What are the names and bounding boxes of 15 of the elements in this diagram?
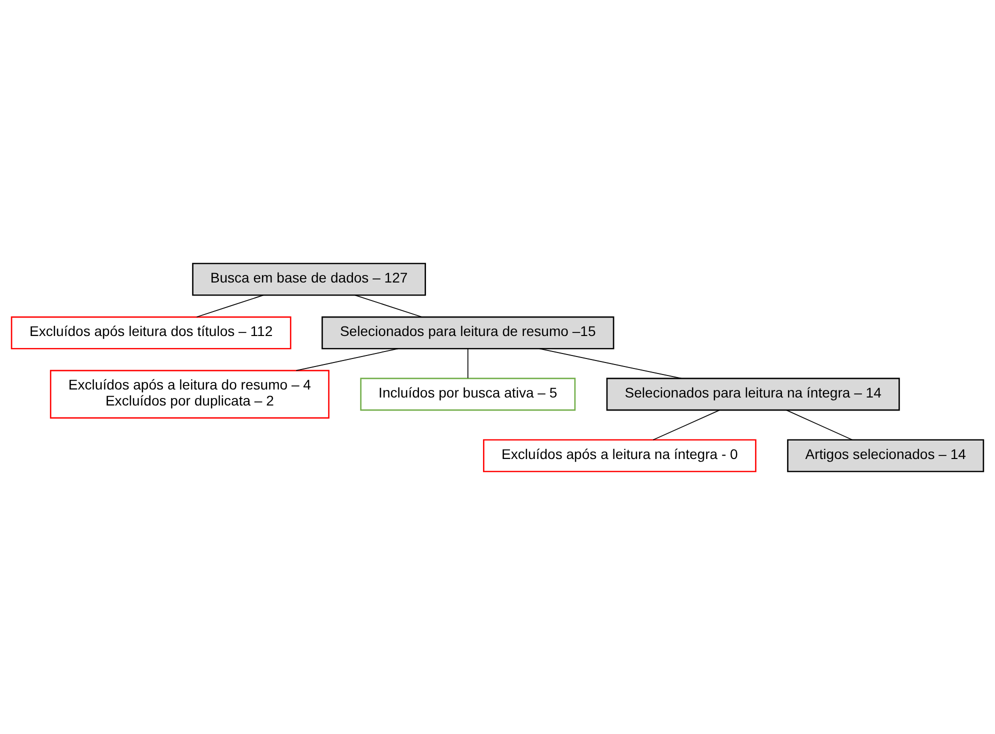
node-box: Busca em base de dados – 127	[192, 262, 426, 296]
node-box: Selecionados para leitura na íntegra – 14	[606, 377, 900, 410]
connector	[296, 348, 398, 370]
connector	[652, 409, 720, 440]
connector	[786, 409, 853, 440]
connector	[539, 348, 682, 378]
node-box: Excluídos após a leitura do resumo – 4 Excluídos por duplicata – 2	[50, 369, 330, 418]
connector	[467, 348, 468, 378]
node-box: Excluídos após a leitura na íntegra - 0	[483, 438, 756, 472]
connector	[354, 294, 422, 317]
node-box: Artigos selecionados – 14	[787, 438, 984, 472]
node-box: Selecionados para leitura de resumo –15	[322, 316, 614, 349]
node-box: Incluídos por busca ativa – 5	[360, 377, 576, 410]
node-box: Excluídos após leitura dos títulos – 112	[10, 316, 292, 349]
connector	[196, 294, 264, 317]
